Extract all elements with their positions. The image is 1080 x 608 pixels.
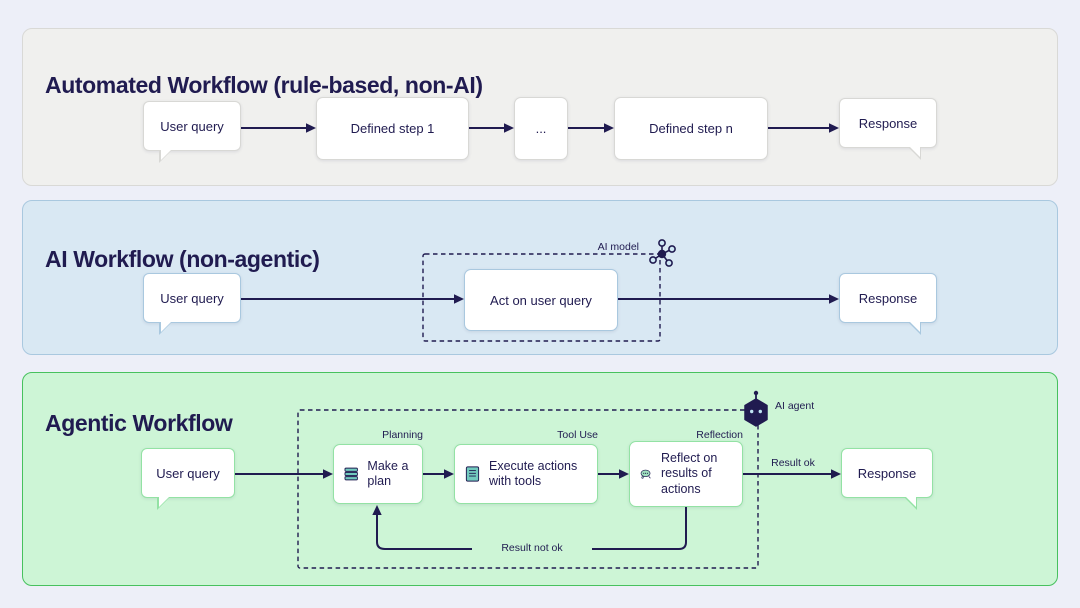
make-a-plan-label: Make a plan bbox=[367, 458, 409, 488]
result-ok-label: Result ok bbox=[771, 457, 815, 469]
reflect-label: Reflect on results of actions bbox=[661, 451, 718, 496]
user-query-bubble: User query bbox=[143, 273, 241, 335]
response-label: Response bbox=[857, 465, 917, 481]
make-a-plan-box: Make a plan bbox=[333, 444, 423, 504]
ai-model-molecule-icon bbox=[649, 239, 676, 267]
defined-step-1-label: Defined step 1 bbox=[350, 121, 435, 136]
user-query-label: User query bbox=[160, 118, 224, 134]
panel-title-agentic: Agentic Workflow bbox=[45, 410, 233, 437]
response-bubble: Response bbox=[841, 448, 933, 510]
ellipsis-box: ... bbox=[514, 97, 568, 160]
panel-automated-workflow: Automated Workflow (rule-based, non-AI) … bbox=[22, 28, 1058, 186]
act-on-user-query-box: Act on user query bbox=[464, 269, 618, 331]
ellipsis-label: ... bbox=[535, 121, 547, 136]
panel-ai-workflow: AI Workflow (non-agentic) User query Act… bbox=[22, 200, 1058, 355]
reflection-thought-icon bbox=[640, 469, 651, 479]
panel-agentic-workflow: Agentic Workflow User query Planning bbox=[22, 372, 1058, 586]
response-label: Response bbox=[858, 115, 918, 131]
response-label: Response bbox=[858, 290, 918, 306]
act-on-user-query-label: Act on user query bbox=[490, 292, 592, 308]
user-query-label: User query bbox=[156, 465, 220, 481]
panel-title-ai-workflow: AI Workflow (non-agentic) bbox=[45, 246, 320, 273]
plan-stack-icon bbox=[344, 467, 358, 481]
defined-step-n-box: Defined step n bbox=[614, 97, 768, 160]
ai-agent-robot-icon bbox=[744, 390, 768, 427]
user-query-bubble: User query bbox=[141, 448, 235, 510]
feedback-loop-arrowhead bbox=[372, 505, 382, 515]
ai-model-tag: AI model bbox=[597, 241, 639, 253]
response-bubble: Response bbox=[839, 273, 937, 335]
reflect-box: Reflect on results of actions bbox=[629, 441, 743, 507]
defined-step-1-box: Defined step 1 bbox=[316, 97, 469, 160]
user-query-bubble: User query bbox=[143, 101, 241, 163]
reflection-tag: Reflection bbox=[696, 429, 743, 441]
defined-step-n-label: Defined step n bbox=[649, 121, 733, 136]
response-bubble: Response bbox=[839, 98, 937, 160]
result-not-ok-label: Result not ok bbox=[472, 542, 592, 554]
user-query-label: User query bbox=[160, 290, 224, 306]
tool-use-tag: Tool Use bbox=[557, 429, 598, 441]
execute-actions-box: Execute actions with tools bbox=[454, 444, 598, 504]
panel-title-automated: Automated Workflow (rule-based, non-AI) bbox=[45, 72, 483, 99]
ai-agent-tag: AI agent bbox=[775, 400, 815, 412]
execute-actions-label: Execute actions with tools bbox=[488, 458, 578, 488]
planning-tag: Planning bbox=[382, 429, 423, 441]
tools-note-icon bbox=[465, 466, 480, 482]
